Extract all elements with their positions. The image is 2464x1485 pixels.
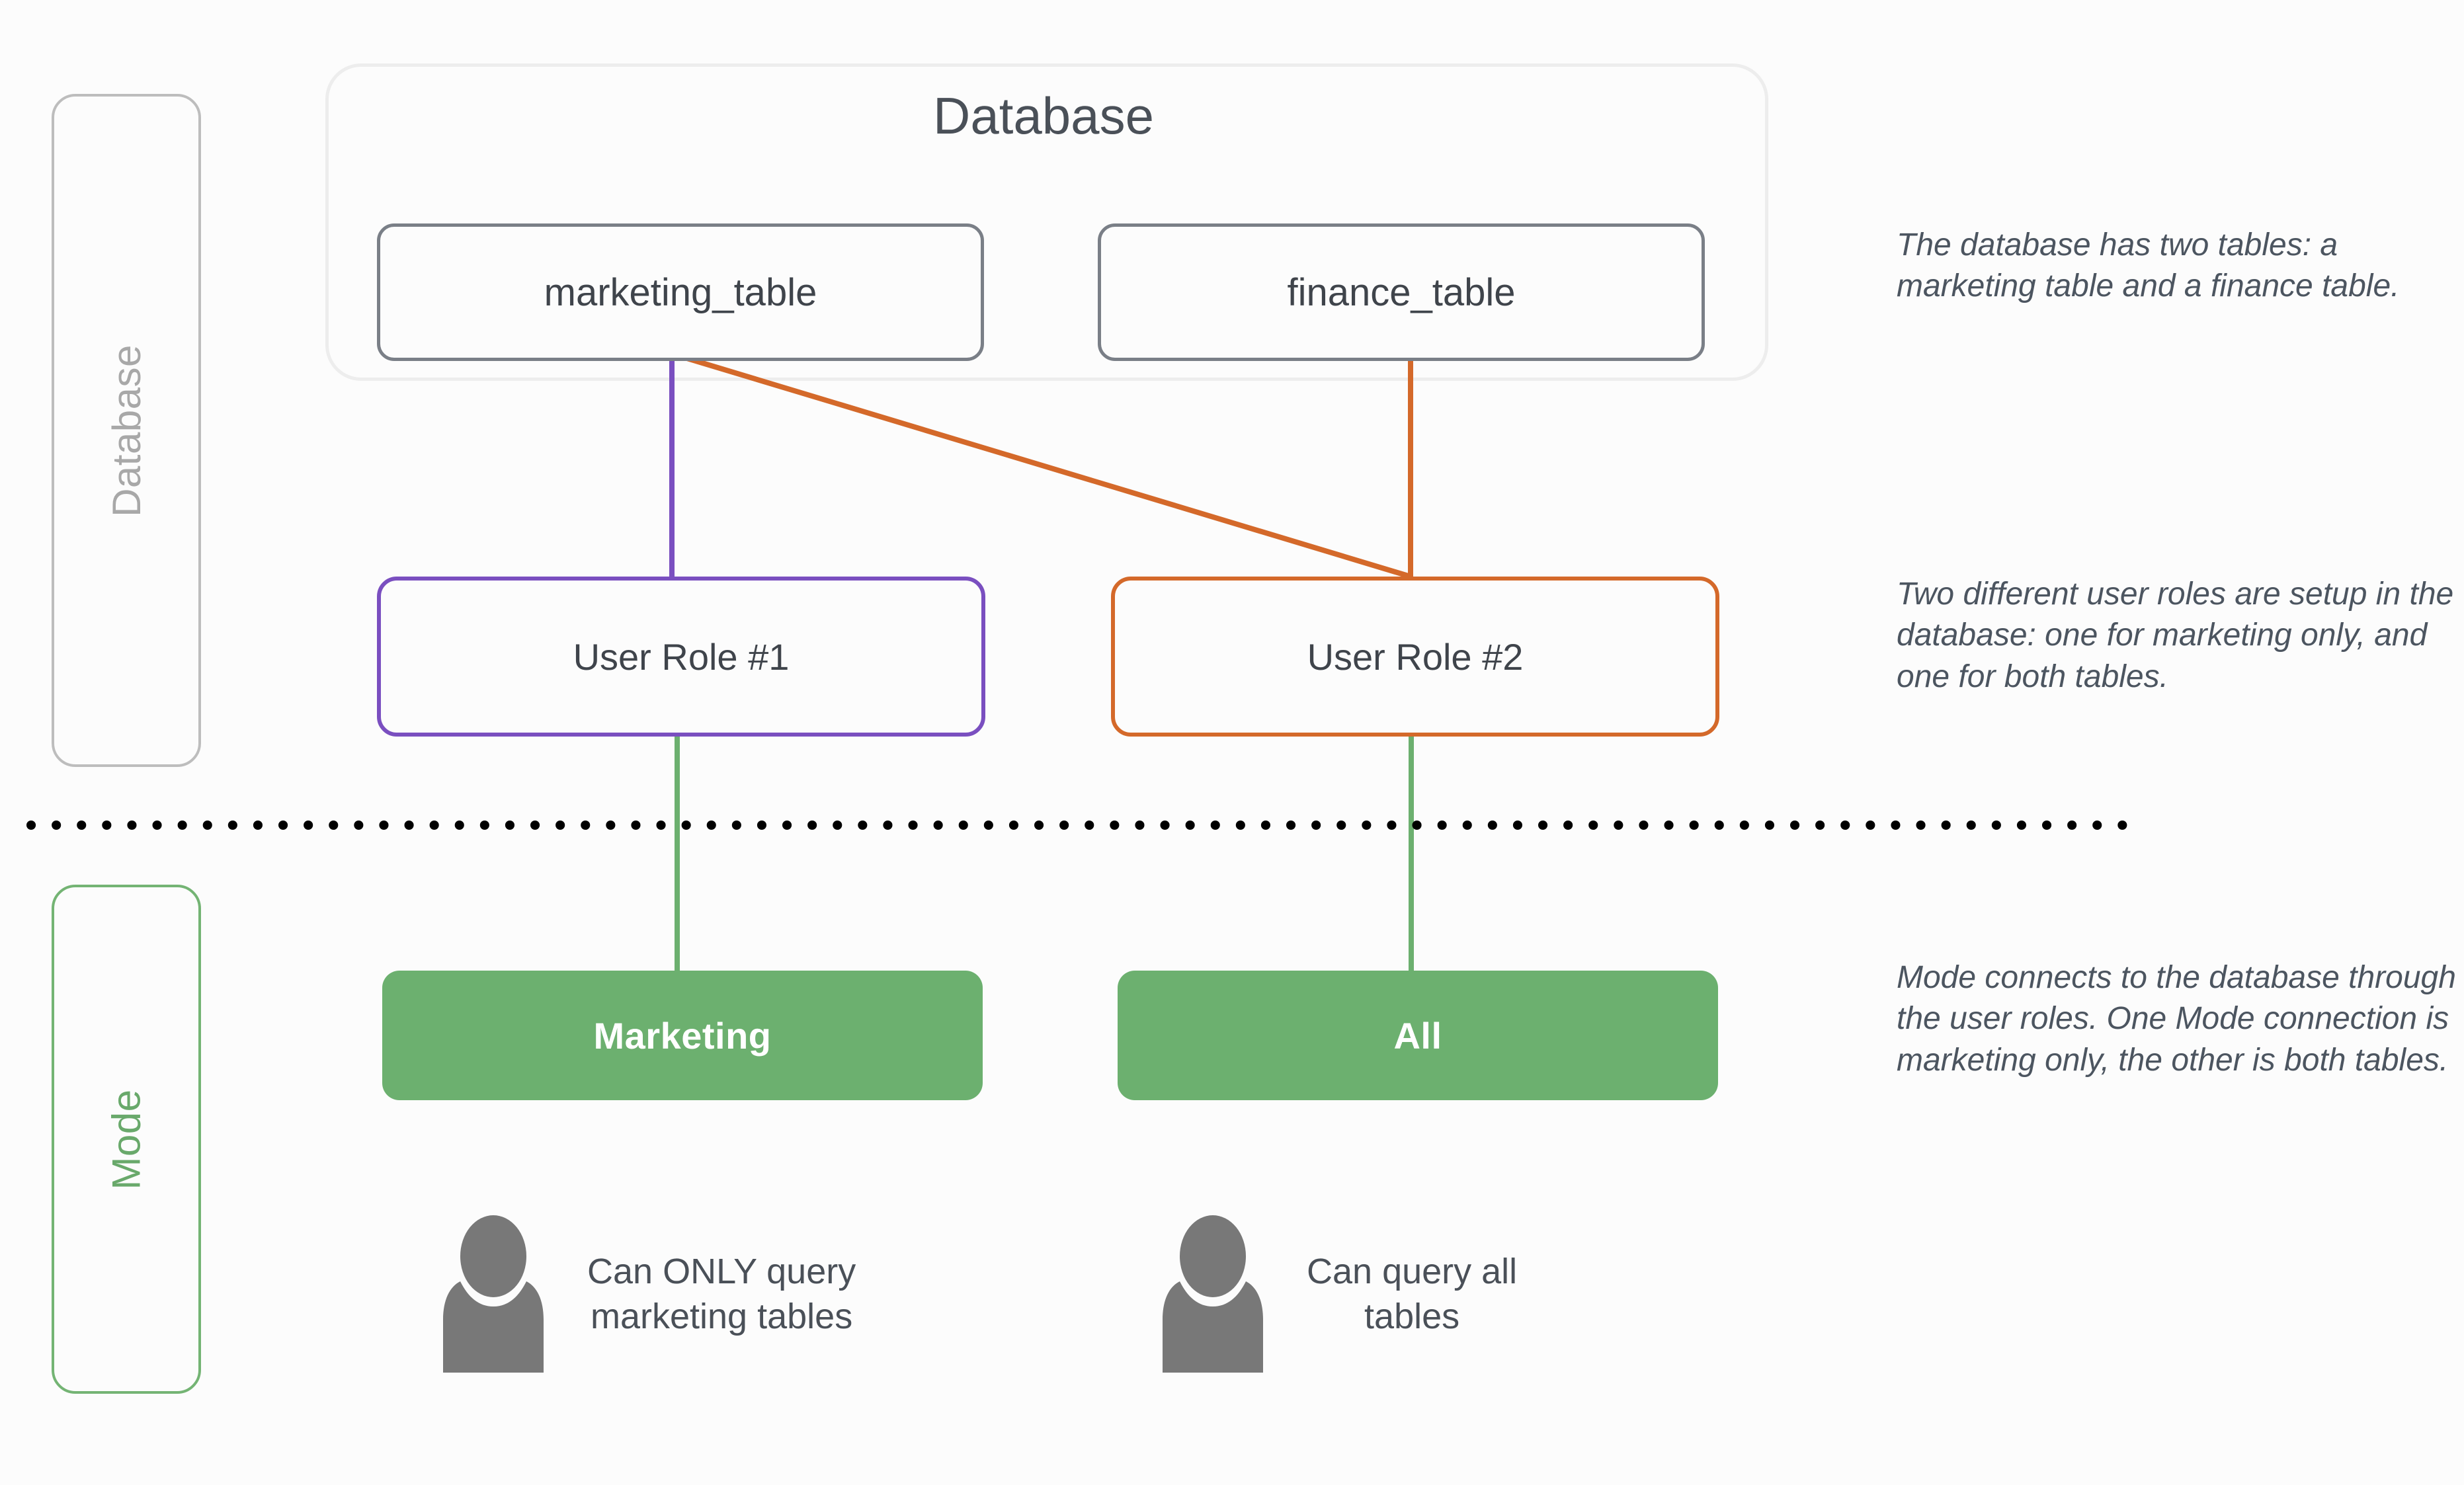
persona-marketing: Can ONLY query marketing tables — [431, 1215, 856, 1373]
connector-marketing-to-role2 — [673, 352, 1412, 579]
table-label-finance: finance_table — [1287, 270, 1516, 314]
swimlane-database: Database — [52, 94, 201, 767]
person-icon — [443, 1215, 544, 1373]
user-role-2-label: User Role #2 — [1307, 635, 1524, 678]
mode-connection-marketing[interactable]: Marketing — [382, 971, 983, 1100]
table-label-marketing: marketing_table — [544, 270, 817, 314]
mode-connection-all-label: All — [1393, 1014, 1442, 1057]
swimlane-mode-label: Mode — [104, 1088, 149, 1190]
person-icon — [1163, 1215, 1263, 1373]
annotation-database: The database has two tables: a marketing… — [1897, 227, 2400, 304]
table-box-finance[interactable]: finance_table — [1098, 223, 1705, 361]
database-title: Database — [933, 87, 1154, 145]
persona-all: Can query all tables — [1151, 1215, 1517, 1373]
persona-marketing-text: Can ONLY query marketing tables — [587, 1251, 856, 1336]
swimlane-database-label: Database — [104, 344, 149, 517]
user-role-2-box[interactable]: User Role #2 — [1111, 577, 1719, 737]
mode-connection-marketing-label: Marketing — [593, 1014, 772, 1057]
swimlane-mode: Mode — [52, 885, 201, 1394]
annotation-mode: Mode connects to the database through th… — [1897, 960, 2456, 1078]
annotation-roles: Two different user roles are setup in th… — [1897, 577, 2454, 694]
user-role-1-box[interactable]: User Role #1 — [377, 577, 985, 737]
table-box-marketing[interactable]: marketing_table — [377, 223, 984, 361]
section-divider — [26, 821, 2136, 830]
mode-connection-all[interactable]: All — [1118, 971, 1718, 1100]
persona-all-text: Can query all tables — [1307, 1251, 1518, 1336]
user-role-1-label: User Role #1 — [573, 635, 790, 678]
